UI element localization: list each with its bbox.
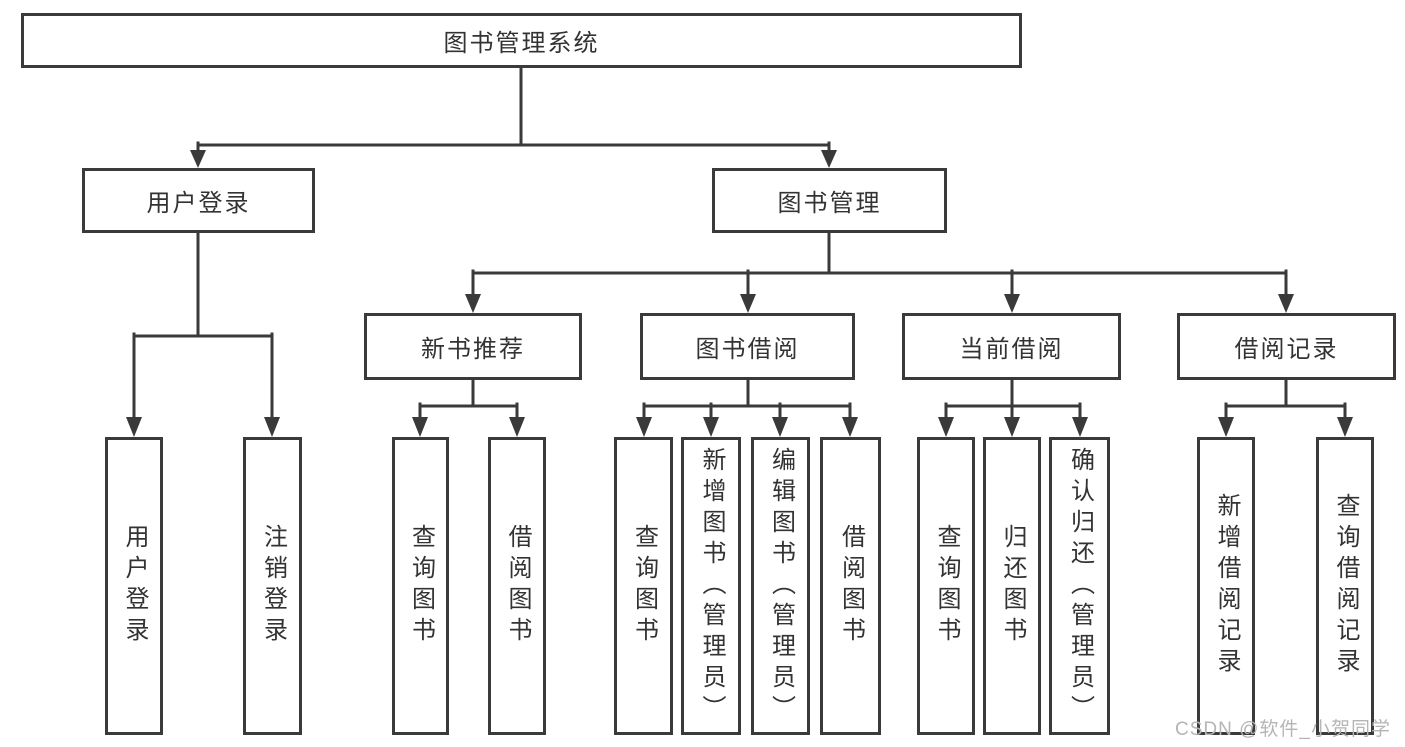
node-current-borrowing: 当前借阅 — [902, 313, 1121, 380]
node-book-borrowing: 图书借阅 — [640, 313, 855, 380]
node-user-login: 用户登录 — [82, 168, 315, 233]
node-borrowing-records: 借阅记录 — [1177, 313, 1396, 380]
node-leaf-borrow-books-recommend: 借阅图书 — [488, 437, 546, 735]
csdn-watermark: CSDN @软件_小贺同学 — [1175, 719, 1391, 740]
node-leaf-query-books-recommend: 查询图书 — [392, 437, 449, 735]
node-leaf-confirm-return-admin: 确认归还（管理员） — [1049, 437, 1110, 735]
connector-root-to-level2 — [190, 66, 837, 168]
node-leaf-edit-books-admin: 编辑图书（管理员） — [751, 437, 810, 735]
node-leaf-borrow-books: 借阅图书 — [820, 437, 881, 735]
node-book-management: 图书管理 — [712, 168, 947, 233]
connector-book-management-to-level3 — [465, 231, 1294, 313]
connector-user-login-to-leaves — [126, 231, 280, 437]
node-new-book-recommendation: 新书推荐 — [364, 313, 582, 380]
connector-borrowing-records-to-leaves — [1218, 378, 1353, 437]
node-leaf-logout: 注销登录 — [243, 437, 302, 735]
node-leaf-return-books: 归还图书 — [983, 437, 1041, 735]
node-library-management-system: 图书管理系统 — [21, 13, 1022, 68]
node-leaf-user-login: 用户登录 — [105, 437, 163, 735]
node-leaf-query-borrow-record: 查询借阅记录 — [1316, 437, 1374, 735]
node-leaf-query-books-current: 查询图书 — [917, 437, 975, 735]
connector-book-borrowing-to-leaves — [636, 378, 858, 437]
node-leaf-query-books-borrow: 查询图书 — [614, 437, 673, 735]
connector-new-book-recommendation-to-leaves — [412, 378, 525, 437]
node-leaf-add-borrow-record: 新增借阅记录 — [1197, 437, 1255, 735]
connector-current-borrowing-to-leaves — [938, 378, 1088, 437]
node-leaf-add-books-admin: 新增图书（管理员） — [681, 437, 741, 735]
